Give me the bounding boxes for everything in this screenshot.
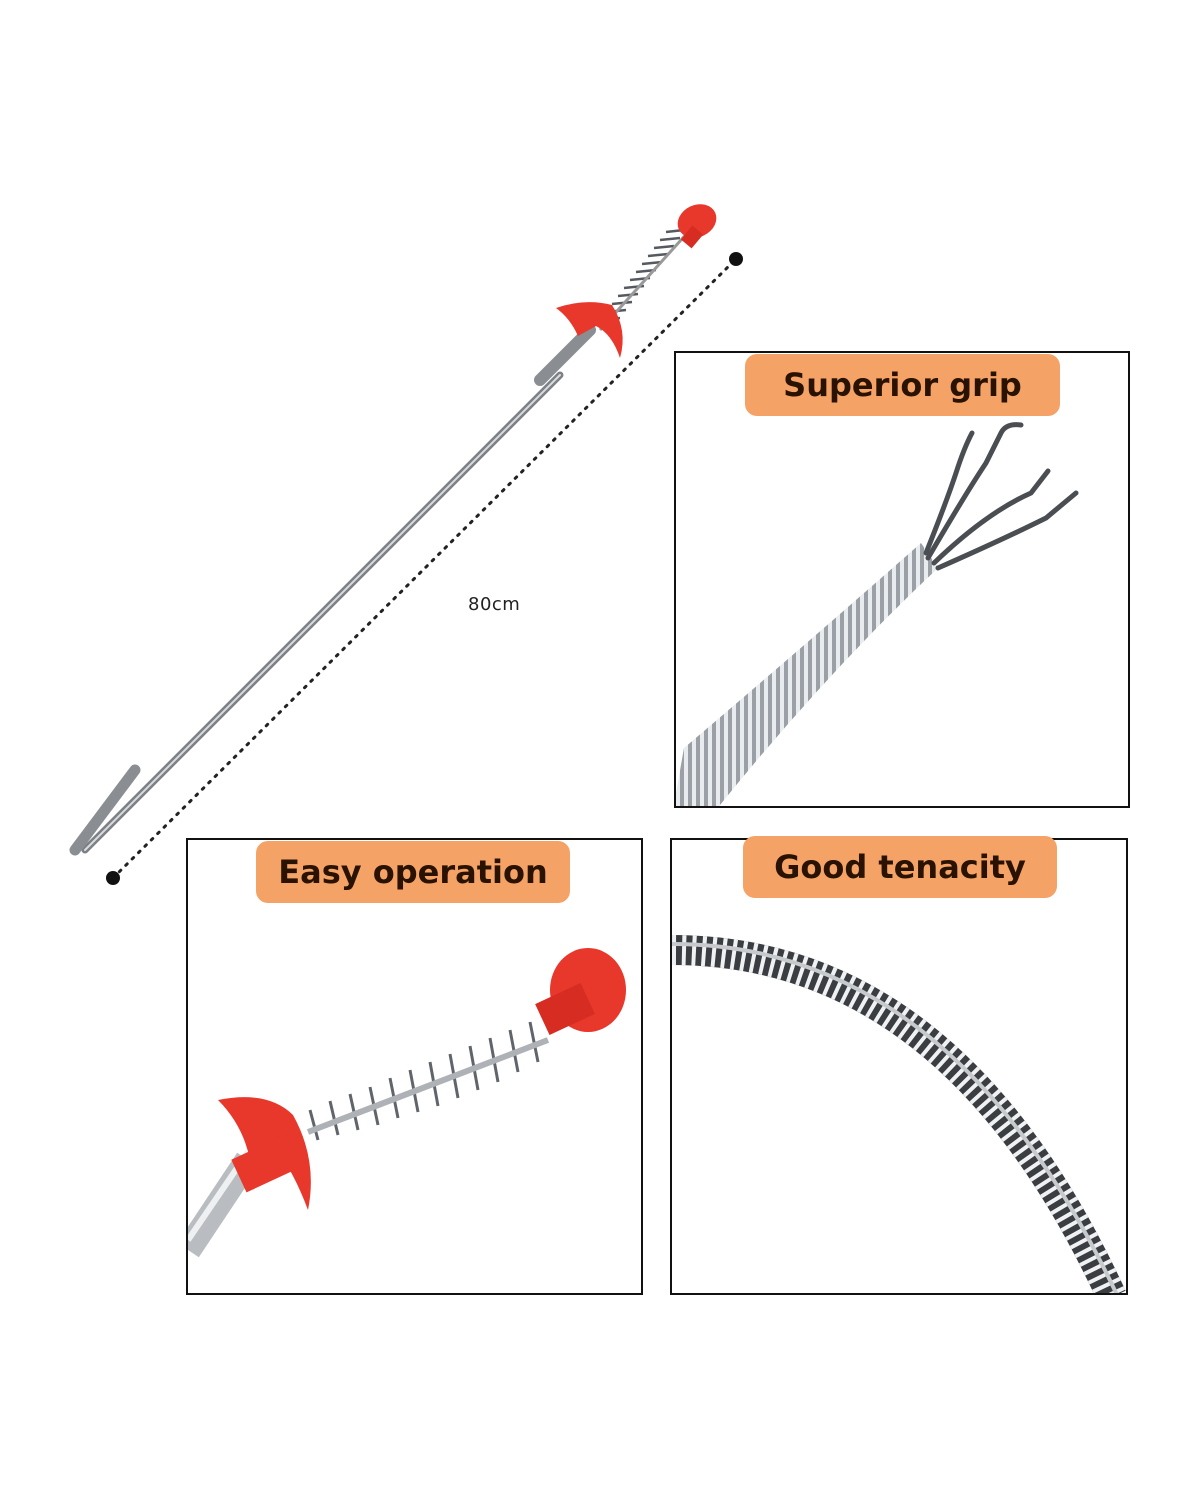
feature-panel-ease [186,838,643,1295]
feature-badge-ease: Easy operation [256,841,570,903]
spring-handle-image [188,948,626,1258]
feature-badge-tenacity: Good tenacity [743,836,1057,898]
measurement-end-dot [729,252,743,266]
spring-coil [672,935,1126,1293]
claw-prongs [923,422,1079,571]
dimension-label: 80cm [468,594,521,615]
claw-prongs-image [676,422,1079,806]
measurement-line [106,252,743,885]
spring-coil [308,1021,540,1141]
feature-panel-grip [674,351,1130,808]
tool-tip [69,764,141,856]
feature-panel-tenacity [670,838,1128,1295]
flexible-coil-image [672,935,1126,1293]
feature-badge-grip: Superior grip [745,354,1060,416]
measurement-start-dot [106,871,120,885]
finger-grip [556,302,623,358]
push-knob [677,204,717,238]
drain-claw-tool [69,204,717,856]
